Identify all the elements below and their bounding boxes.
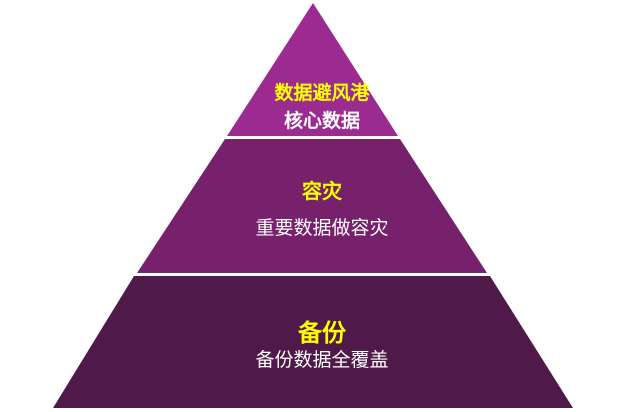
pyramid-layer-middle [137, 139, 487, 273]
top-layer-title: 数据避风港 [274, 82, 370, 104]
top-layer-subtitle: 核心数据 [283, 110, 360, 132]
middle-layer-subtitle: 重要数据做容灾 [255, 217, 389, 239]
bottom-layer-title: 备份 [298, 319, 346, 347]
pyramid-layer-bottom [53, 276, 573, 408]
bottom-layer-subtitle: 备份数据全覆盖 [255, 349, 389, 371]
middle-layer-title: 容灾 [302, 179, 342, 203]
pyramid-layer-top [227, 3, 398, 136]
